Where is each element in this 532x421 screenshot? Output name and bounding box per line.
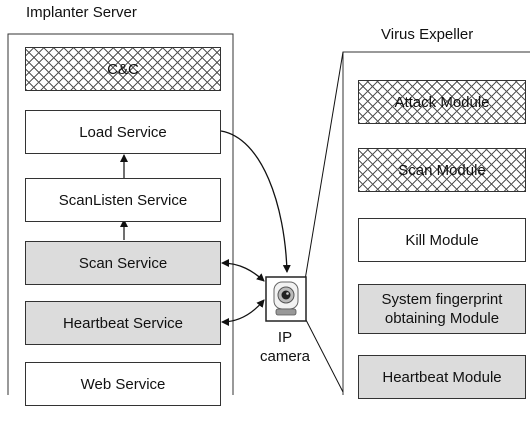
fingerprint-module-label-line1: System fingerprint [381,291,503,308]
ip-camera-label-line1: IP [277,329,293,346]
arrow-load-to-camera [220,130,291,273]
heartbeat-service-label: Heartbeat Service [62,314,184,332]
heartbeat-module-label: Heartbeat Module [382,368,502,386]
load-service-label: Load Service [79,123,167,141]
zoom-line-top [304,51,344,281]
arrow-heartbeat-camera [221,299,265,326]
implanter-server-frame [7,33,234,395]
attack-module-box: Attack Module [358,80,526,124]
scan-service-box: Scan Service [25,241,221,285]
scanlisten-service-label: ScanListen Service [58,191,188,209]
implanter-server-title: Implanter Server [26,4,137,21]
web-service-label: Web Service [80,375,166,393]
ip-camera-label-line2: camera [259,348,311,365]
ip-camera-label: IP camera [255,328,315,366]
web-service-box: Web Service [25,362,221,406]
fingerprint-module-box: System fingerprint obtaining Module [358,284,526,334]
heartbeat-module-box: Heartbeat Module [358,355,526,399]
zoom-line-bottom [304,317,344,393]
load-service-box: Load Service [25,110,221,154]
virus-expeller-title: Virus Expeller [381,26,474,43]
scan-module-box: Scan Module [358,148,526,192]
scan-module-label: Scan Module [398,161,486,179]
kill-module-box: Kill Module [358,218,526,262]
scanlisten-service-box: ScanListen Service [25,178,221,222]
cnc-box: C&C [25,47,221,91]
arrow-scan-camera [221,259,265,282]
scan-service-label: Scan Service [78,254,168,272]
fingerprint-module-label-line2: obtaining Module [384,310,500,327]
kill-module-label: Kill Module [405,231,479,249]
heartbeat-service-box: Heartbeat Service [25,301,221,345]
cnc-label: C&C [107,60,139,78]
attack-module-label: Attack Module [394,93,490,111]
ip-camera-icon [265,276,307,322]
